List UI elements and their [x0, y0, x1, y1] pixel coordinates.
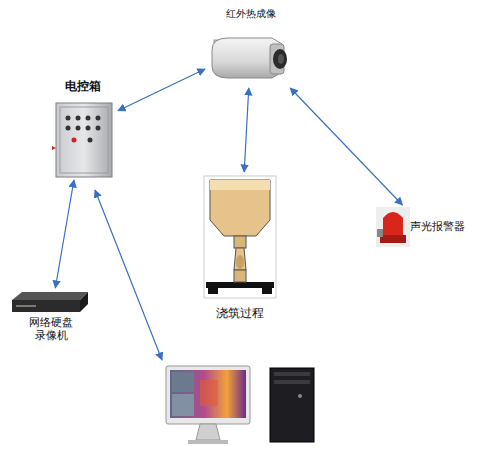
node-label: 红外热成像 — [205, 8, 297, 20]
connector-arrow — [118, 69, 205, 111]
connector-arrow — [290, 88, 402, 205]
connector-arrow — [55, 180, 74, 288]
node-label: 声光报警器 — [410, 220, 476, 233]
alarm-node: 声光报警器 — [372, 205, 476, 250]
nvr-device — [12, 292, 88, 312]
connector-line — [95, 190, 162, 360]
control-cabinet — [52, 103, 112, 177]
node-label: 电控箱 — [48, 79, 118, 93]
thermal-camera — [212, 38, 287, 78]
cabinet-node: 电控箱 — [48, 75, 118, 180]
computer-illustration — [166, 366, 314, 444]
camera-node: 红外热成像 — [205, 6, 297, 88]
connector-arrow — [244, 88, 249, 172]
node-label: 网络硬盘 录像机 — [22, 316, 80, 342]
casting-illustration — [204, 176, 276, 298]
nvr-node: 网络硬盘 录像机 — [8, 288, 92, 350]
alarm-illustration — [376, 207, 410, 247]
node-label: 浇筑过程 — [200, 306, 280, 320]
casting-node: 浇筑过程 — [200, 172, 280, 326]
